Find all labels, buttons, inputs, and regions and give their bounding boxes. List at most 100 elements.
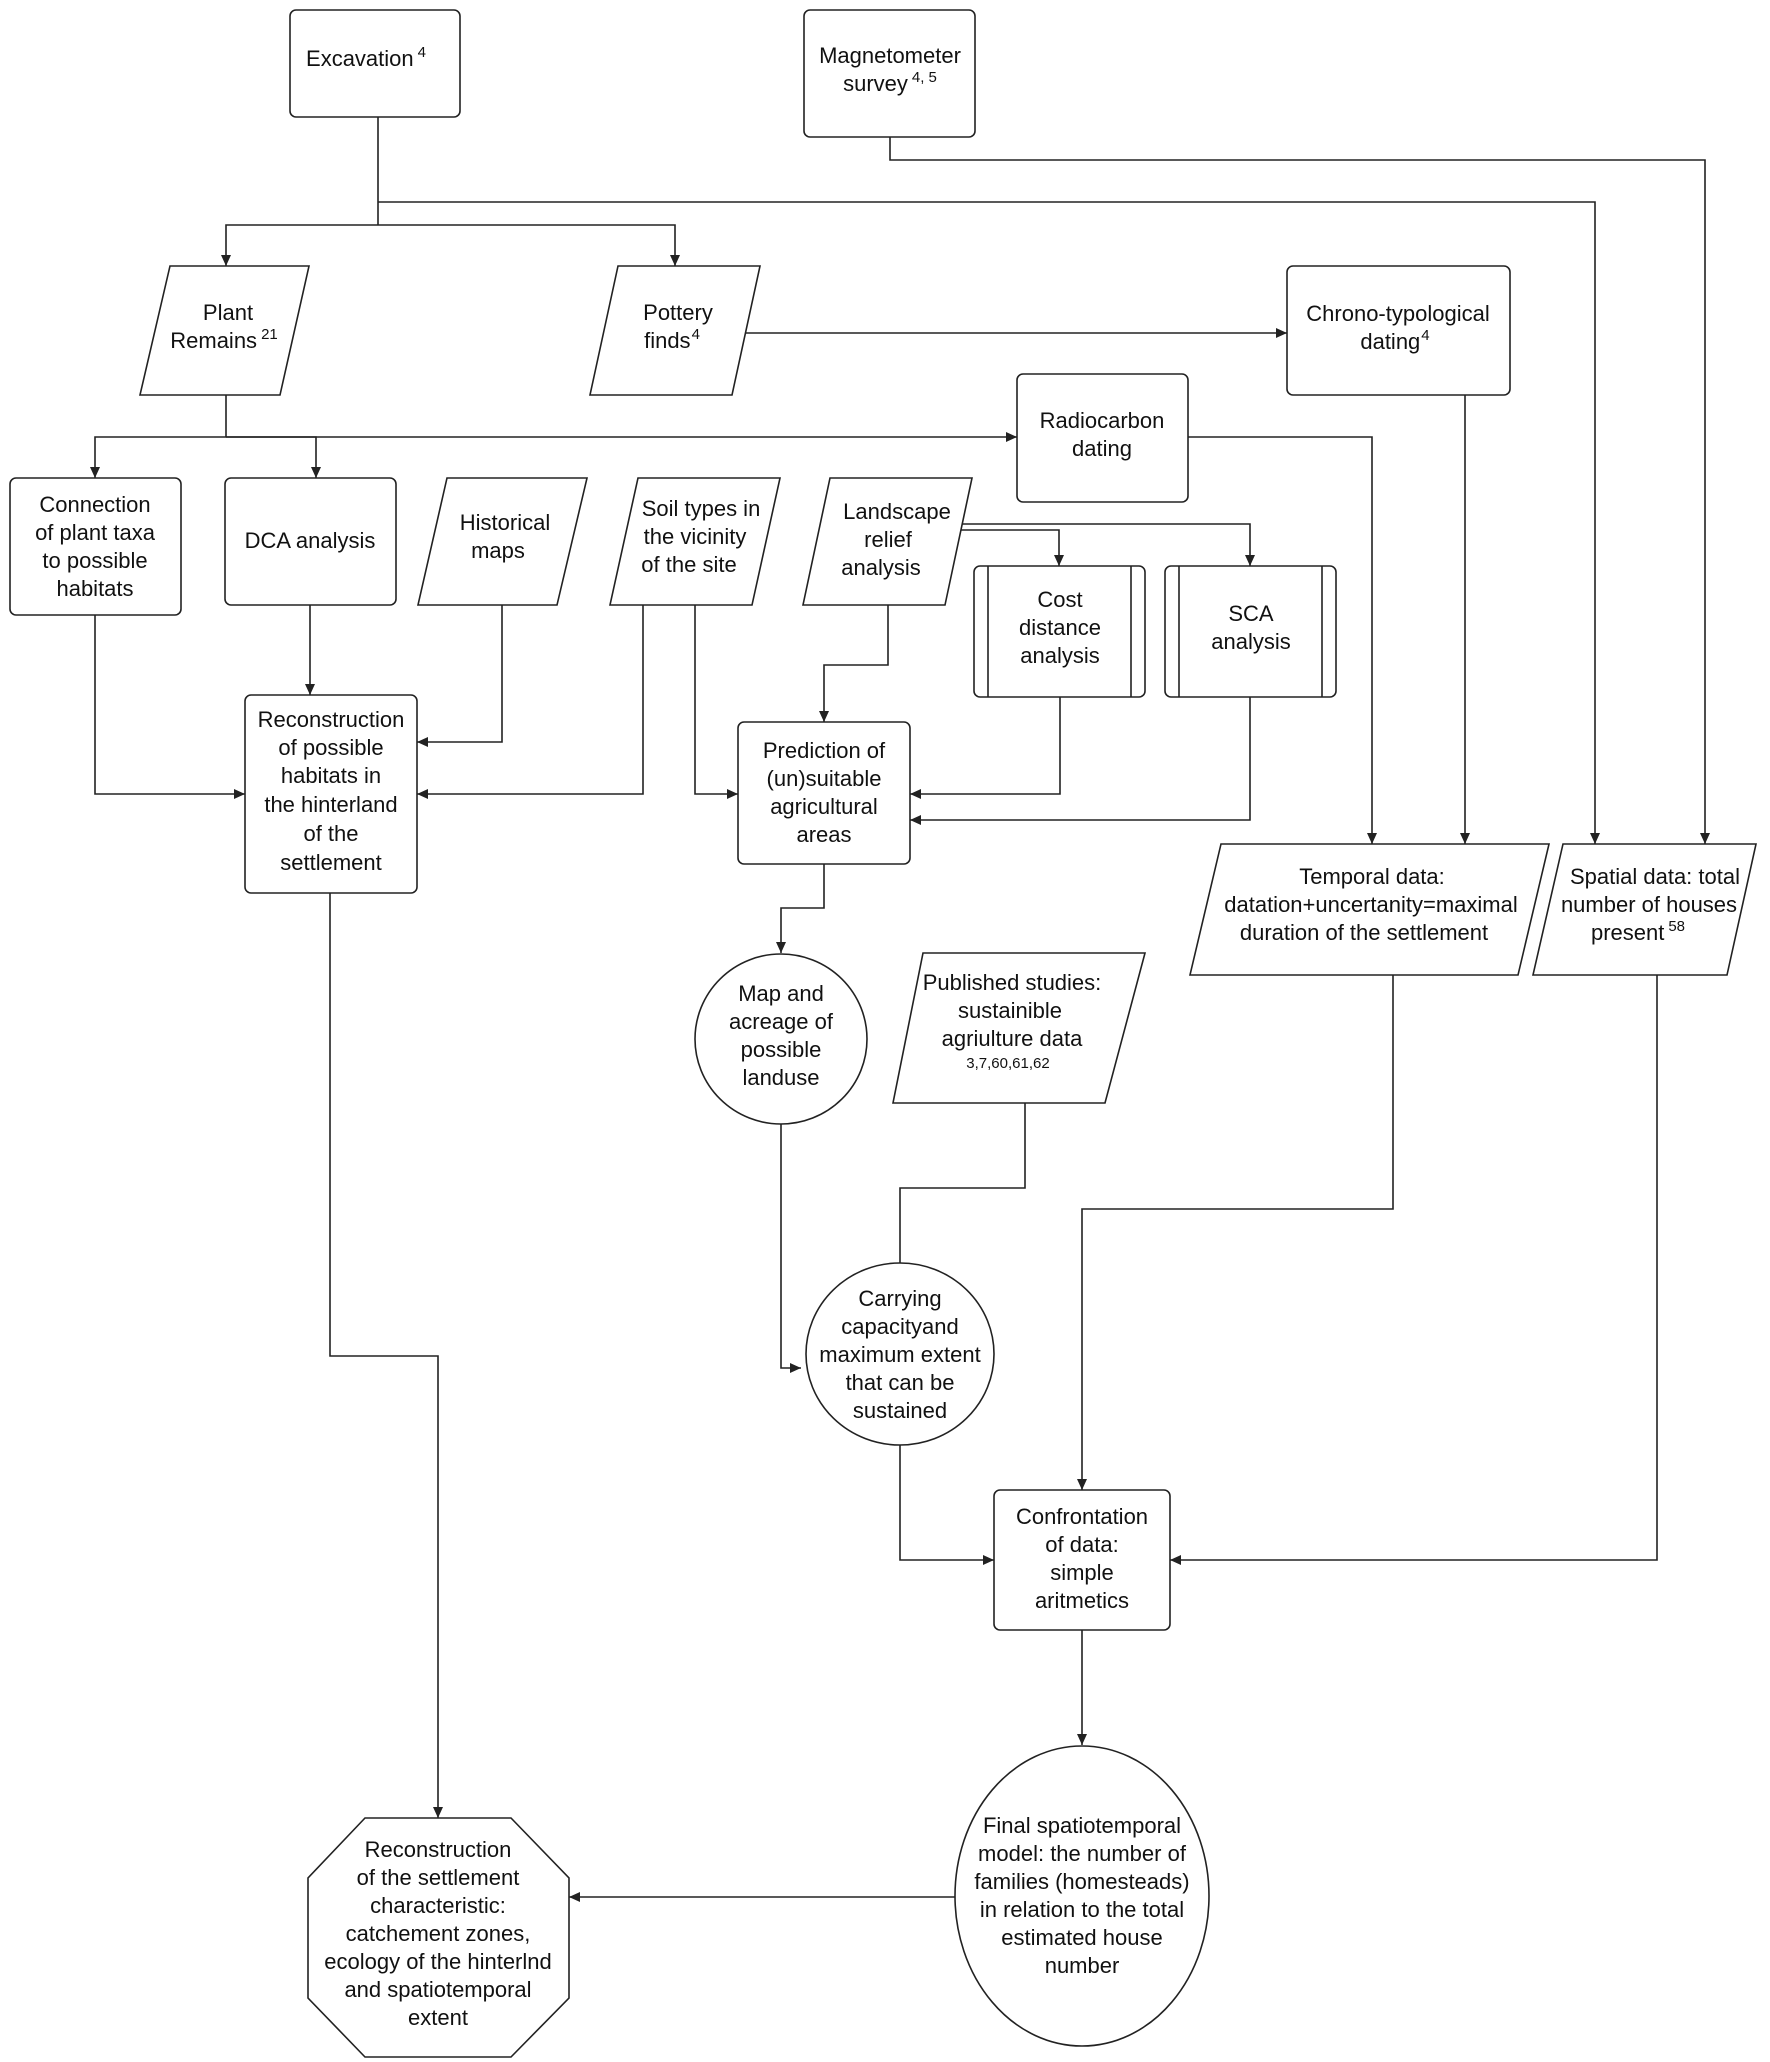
final-label-2: model: the number of xyxy=(978,1841,1187,1866)
temporal-label-1: Temporal data: xyxy=(1299,864,1445,889)
magnetometer-label-1: Magnetometer xyxy=(819,43,961,68)
final-label-6: number xyxy=(1045,1953,1120,1978)
edge-prediction-to-map xyxy=(776,864,825,953)
landscape-label-2: relief xyxy=(864,527,913,552)
edge-plant-to-dca xyxy=(226,436,321,478)
confrontation-label-1: Confrontation xyxy=(1016,1504,1148,1529)
edge-landscape-to-cost xyxy=(960,529,1064,566)
node-prediction: Prediction of (un)suitable agricultural … xyxy=(737,721,911,865)
edge-soil-to-prediction xyxy=(694,605,738,799)
map-label-3: possible xyxy=(741,1037,822,1062)
radiocarbon-label-1: Radiocarbon xyxy=(1040,408,1165,433)
connection-label-3: to possible xyxy=(42,548,147,573)
carrying-label-2: capacityand xyxy=(841,1314,958,1339)
edge-excavation-to-plant-remains xyxy=(221,224,378,266)
published-label-2: sustainible xyxy=(958,998,1062,1023)
node-map-acreage: Map and acreage of possible landuse xyxy=(694,953,868,1125)
carrying-label-4: that can be xyxy=(846,1370,955,1395)
edge-sca-to-prediction xyxy=(910,697,1251,825)
node-connection-plant-taxa: Connection of plant taxa to possible hab… xyxy=(9,477,182,616)
habitats-label-2: of possible xyxy=(278,735,383,760)
node-final-model: Final spatiotemporal model: the number o… xyxy=(954,1745,1210,2047)
prediction-label-2: (un)suitable xyxy=(767,766,882,791)
node-published-studies: Published studies: sustainible agriultur… xyxy=(892,952,1147,1104)
edge-magnetometer-to-spatial xyxy=(889,137,1710,844)
temporal-label-3: duration of the settlement xyxy=(1240,920,1488,945)
habitats-label-3: habitats in xyxy=(281,763,381,788)
chrono-label-1: Chrono-typological xyxy=(1306,301,1489,326)
connection-label-1: Connection xyxy=(39,492,150,517)
landscape-label-3: analysis xyxy=(841,555,920,580)
connection-label-2: of plant taxa xyxy=(35,520,156,545)
published-label-3: agriulture data xyxy=(942,1026,1083,1051)
chrono-label-2: dating4 xyxy=(1360,327,1429,354)
edge-historical-to-reconstruction xyxy=(417,605,503,747)
node-soil-types: Soil types in the vicinity of the site xyxy=(609,477,781,606)
edge-soil-to-reconstruction xyxy=(417,605,644,799)
published-references: 3,7,60,61,62 xyxy=(966,1055,1049,1072)
edge-landscape-to-prediction xyxy=(819,605,889,722)
node-reconstruction-habitats: Reconstruction of possible habitats in t… xyxy=(244,694,418,894)
edge-radiocarbon-to-temporal xyxy=(1188,436,1377,844)
dca-label: DCA analysis xyxy=(245,528,376,553)
pottery-label-1: Pottery xyxy=(643,300,713,325)
node-pottery-finds: Pottery finds4 xyxy=(589,265,761,396)
edge-excavation-to-spatial xyxy=(378,201,1600,844)
edge-excavation-to-pottery xyxy=(378,224,680,266)
node-dca-analysis: DCA analysis xyxy=(224,477,397,606)
node-cost-distance: Cost distance analysis xyxy=(973,565,1146,698)
edge-carrying-to-confrontation xyxy=(899,1444,994,1565)
map-label-2: acreage of xyxy=(729,1009,834,1034)
confrontation-label-3: simple xyxy=(1050,1560,1114,1585)
soil-label-2: the vicinity xyxy=(644,524,747,549)
habitats-label-4: the hinterland xyxy=(264,792,397,817)
node-confrontation: Confrontation of data: simple aritmetics xyxy=(993,1489,1171,1631)
habitats-label-5: of the xyxy=(303,821,358,846)
final-label-3: families (homesteads) xyxy=(974,1869,1189,1894)
map-label-4: landuse xyxy=(742,1065,819,1090)
node-temporal-data: Temporal data: datation+uncertanity=maxi… xyxy=(1188,843,1551,976)
map-label-1: Map and xyxy=(738,981,824,1006)
edge-temporal-to-confrontation xyxy=(1077,975,1394,1490)
settlement-label-1: Reconstruction xyxy=(365,1837,512,1862)
sca-label-1: SCA xyxy=(1228,601,1274,626)
prediction-label-1: Prediction of xyxy=(763,738,886,763)
carrying-label-3: maximum extent xyxy=(819,1342,980,1367)
edge-published-to-carrying xyxy=(895,1103,1026,1282)
cost-label-3: analysis xyxy=(1020,643,1099,668)
final-label-5: estimated house xyxy=(1001,1925,1162,1950)
edge-map-to-carrying xyxy=(780,1124,801,1373)
settlement-label-4: catchement zones, xyxy=(346,1921,531,1946)
prediction-label-3: agricultural xyxy=(770,794,878,819)
final-label-4: in relation to the total xyxy=(980,1897,1184,1922)
settlement-label-6: and spatiotemporal xyxy=(344,1977,531,2002)
final-label-1: Final spatiotemporal xyxy=(983,1813,1181,1838)
node-historical-maps: Historical maps xyxy=(416,477,589,606)
edge-plant-to-connection xyxy=(90,436,226,478)
spatial-label-1: Spatial data: total xyxy=(1570,864,1740,889)
landscape-label-1: Landscape xyxy=(843,499,951,524)
edge-connection-to-reconstruction xyxy=(94,615,245,799)
soil-label-1: Soil types in xyxy=(642,496,761,521)
temporal-label-2: datation+uncertanity=maximal xyxy=(1224,892,1518,917)
historical-label-2: maps xyxy=(471,538,525,563)
sca-label-2: analysis xyxy=(1211,629,1290,654)
confrontation-label-4: aritmetics xyxy=(1035,1588,1129,1613)
cost-label-1: Cost xyxy=(1037,587,1082,612)
settlement-label-7: extent xyxy=(408,2005,468,2030)
soil-label-3: of the site xyxy=(641,552,736,577)
habitats-label-6: settlement xyxy=(280,850,382,875)
settlement-label-5: ecology of the hinterlnd xyxy=(324,1949,552,1974)
node-sca-analysis: SCA analysis xyxy=(1164,565,1337,698)
spatial-label-2: number of houses xyxy=(1561,892,1737,917)
carrying-label-5: sustained xyxy=(853,1398,947,1423)
radiocarbon-label-2: dating xyxy=(1072,436,1132,461)
historical-label-1: Historical xyxy=(460,510,550,535)
